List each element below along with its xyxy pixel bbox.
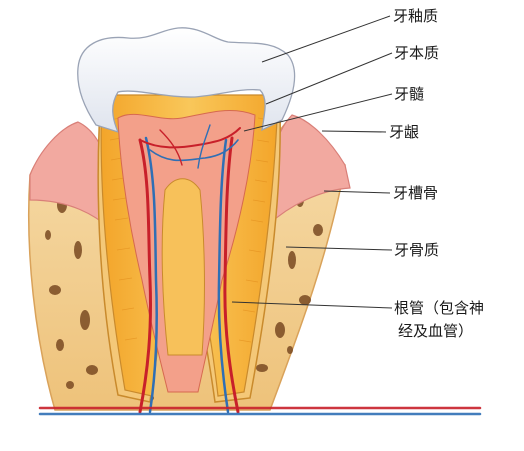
leader-lines: [231, 15, 393, 309]
label-root-canal-line2: 经及血管）: [398, 322, 474, 340]
label-pulp: 牙髓: [394, 85, 425, 103]
dentin-striations: [109, 117, 271, 343]
label-root-canal-line1: 根管（包含神: [394, 299, 485, 317]
blood-vessels: [38, 124, 482, 416]
label-cementum: 牙骨质: [394, 241, 440, 259]
label-alveolar-bone: 牙槽骨: [393, 184, 439, 202]
bone-pores: [45, 176, 323, 401]
label-dentin: 牙本质: [394, 44, 440, 62]
label-enamel: 牙釉质: [393, 7, 439, 25]
label-gum: 牙龈: [389, 123, 420, 141]
inner-dentin-core: [161, 178, 205, 356]
enamel: [77, 27, 296, 134]
